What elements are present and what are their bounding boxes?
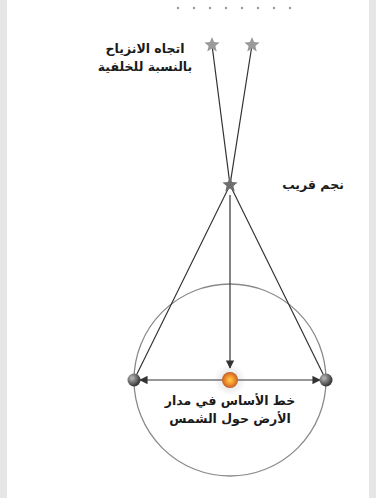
sight-line xyxy=(134,45,230,380)
baseline-label: خط الأساس في مدار الأرض حول الشمس xyxy=(158,392,302,428)
background-dot xyxy=(257,7,259,9)
background-dot xyxy=(273,7,275,9)
shift-direction-label: اتجاه الانزياح بالنسبة للخلفية xyxy=(86,40,204,76)
star xyxy=(222,177,237,191)
earth xyxy=(320,374,333,387)
earth xyxy=(128,374,141,387)
background-dot xyxy=(177,7,179,9)
ground xyxy=(7,0,369,498)
star-label: نجم قريب xyxy=(270,176,356,194)
sight-line xyxy=(230,45,326,380)
star xyxy=(204,37,219,51)
background-dot xyxy=(241,7,243,9)
background-dots xyxy=(177,7,291,9)
background-dot xyxy=(193,7,195,9)
sun xyxy=(222,372,238,388)
background-dot xyxy=(289,7,291,9)
stars xyxy=(204,37,259,191)
background-dot xyxy=(225,7,227,9)
background-dot xyxy=(209,7,211,9)
distance-arrow xyxy=(229,195,230,368)
star xyxy=(244,37,259,51)
